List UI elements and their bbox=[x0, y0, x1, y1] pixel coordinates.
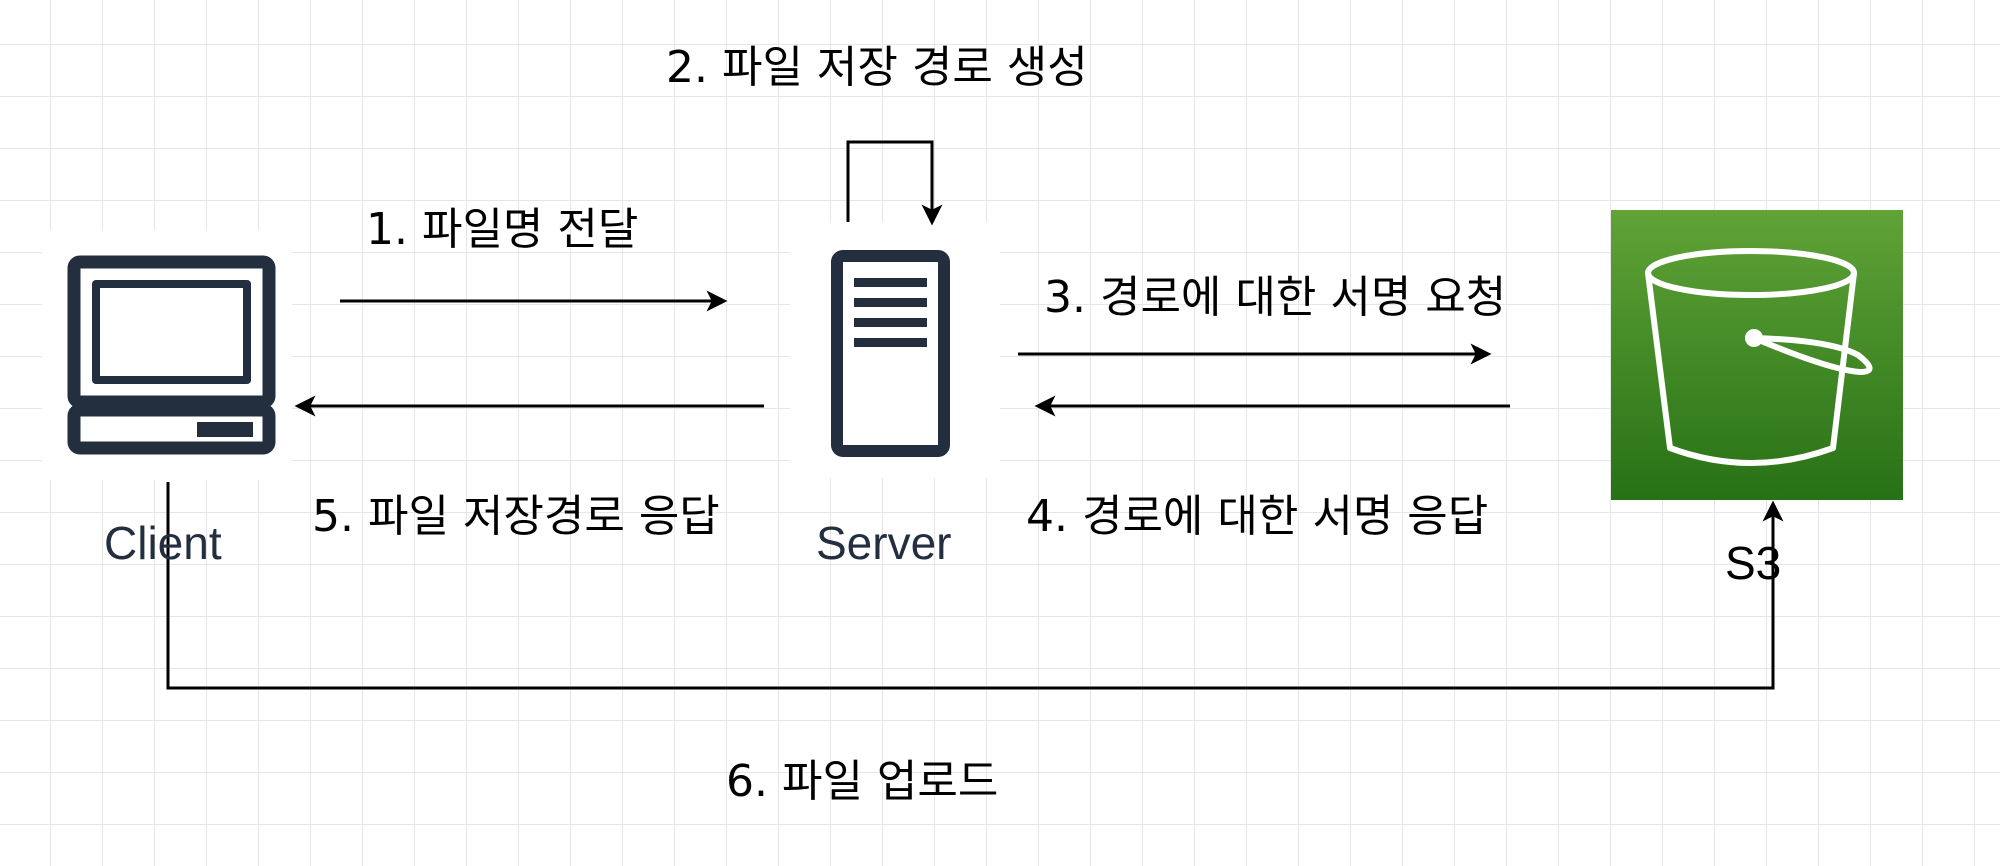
s3-label: S3 bbox=[1725, 537, 1782, 589]
server-icon-backdrop bbox=[790, 222, 1000, 478]
computer-icon[interactable] bbox=[67, 255, 276, 455]
step-3-label: 3. 경로에 대한 서명 요청 bbox=[1044, 272, 1507, 323]
server-label: Server bbox=[816, 517, 952, 569]
arrow-self-loop[interactable] bbox=[846, 140, 943, 226]
bucket-icon[interactable] bbox=[1611, 210, 1903, 500]
step-5-label: 5. 파일 저장경로 응답 bbox=[312, 491, 720, 542]
step-2-label: 2. 파일 저장 경로 생성 bbox=[666, 42, 1088, 93]
client-label: Client bbox=[104, 517, 222, 569]
arrow-file-upload[interactable] bbox=[166, 482, 1784, 690]
step-4-label: 4. 경로에 대한 서명 응답 bbox=[1026, 491, 1489, 542]
step-6-label: 6. 파일 업로드 bbox=[726, 756, 999, 807]
server-icon[interactable] bbox=[831, 250, 950, 457]
step-1-label: 1. 파일명 전달 bbox=[366, 204, 639, 255]
